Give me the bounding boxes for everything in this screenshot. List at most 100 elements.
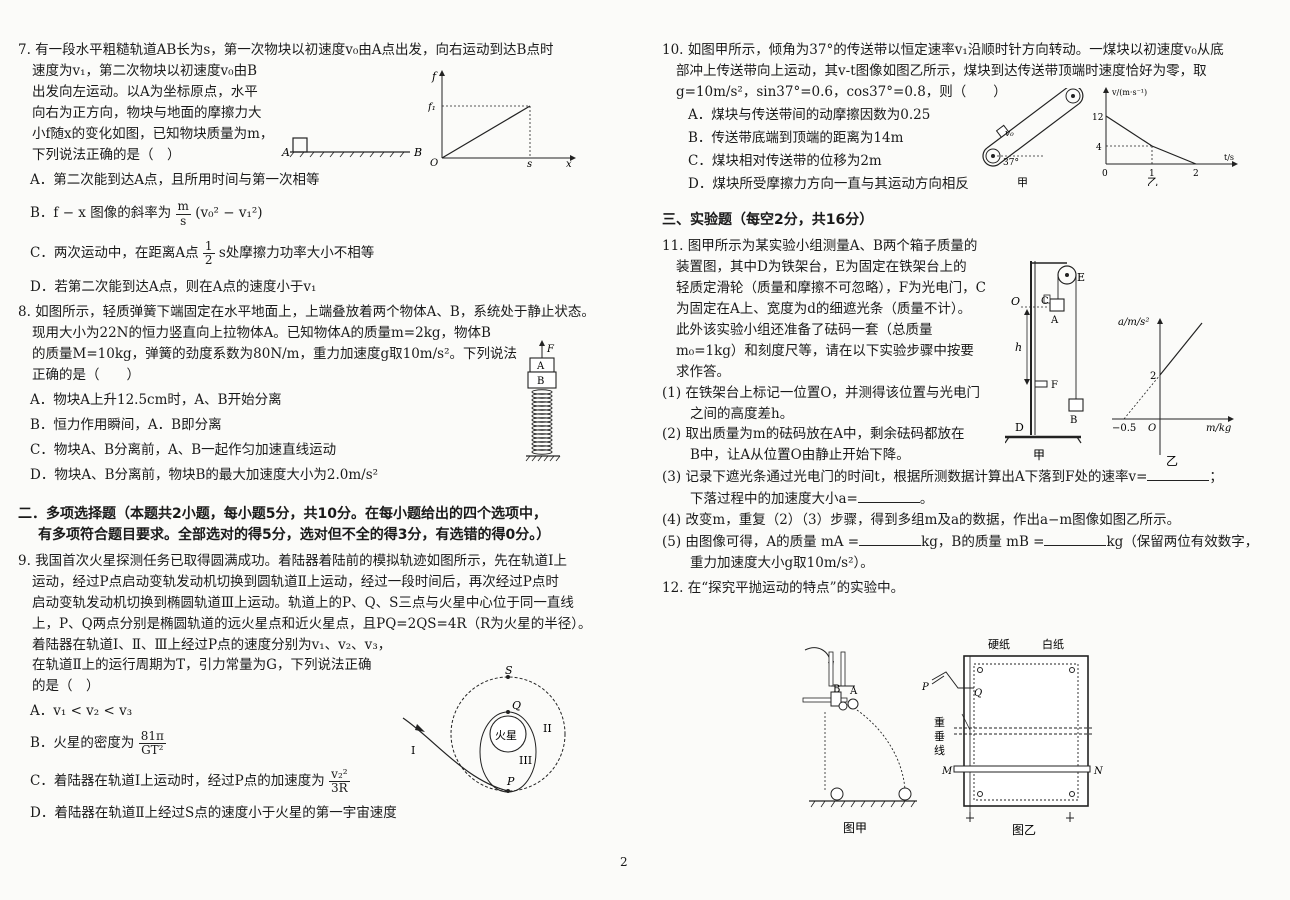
q9-label-iii: III xyxy=(519,754,532,767)
q11-step-1a: (1) 在铁架台上标记一位置O，并测得该位置与光电门 xyxy=(662,384,980,401)
q7-graph-f-label: f xyxy=(431,70,438,83)
q11-box-b xyxy=(1068,398,1084,412)
q8-option-d: D．物块A、B分离前，物块B的最大加速度大小为2.0m/s² xyxy=(30,466,379,483)
q9-line-6: 在轨道Ⅱ上的运行周期为T，引力常量为G，下列说法正确 xyxy=(32,657,372,674)
q11-step-3b-tail: 。 xyxy=(919,491,934,508)
q11-blank-acceleration[interactable] xyxy=(857,488,920,504)
question-11: 11. 图甲所示为某实验小组测量A、B两个箱子质量的 装置图，其中D为铁架台，E… xyxy=(662,236,1272,574)
q12-white-paper xyxy=(973,663,1079,801)
q11-m-axis-label: m/kg xyxy=(1206,423,1231,434)
q7-option-a: A．第二次能到达A点，且所用时间与第一次相等 xyxy=(30,171,320,188)
fraction-denominator: 2 xyxy=(204,253,213,268)
q10-tick-1: 1 xyxy=(1149,169,1155,179)
q10-v-axis-label: v/(m·s⁻¹) xyxy=(1111,88,1147,97)
q9-label-i: I xyxy=(411,744,415,757)
question-8: 8. 如图所示，轻质弹簧下端固定在水平地面上，上端叠放着两个物体A、B，系统处于… xyxy=(18,302,623,485)
q7-line-3: 出发向左运动。以A为坐标原点，水平 xyxy=(32,83,258,100)
q7-line-2: 速度为v₁，第二次物块以初速度v₀由B xyxy=(32,62,257,79)
q8-force-label: F xyxy=(546,344,555,355)
q11-line-2: 装置图，其中D为铁架台，E为固定在铁架台上的 xyxy=(676,259,967,276)
q10-line-1: 10. 如图甲所示，倾角为37°的传送带以恒定速率v₁沿顺时针方向转动。一煤块以… xyxy=(662,42,1224,58)
q11-step-2b: B中，让A从位置O由静止开始下降。 xyxy=(690,447,910,464)
q11-label-b: B xyxy=(1070,415,1077,426)
q7-block xyxy=(292,137,308,153)
q12-label-hardboard: 硬纸 xyxy=(988,638,1010,651)
q9-option-d: D．着陆器在轨道Ⅱ上经过S点的速度小于火星的第一宇宙速度 xyxy=(30,805,397,821)
q7-line-4: 向右为正方向，物块与地面的摩擦力大 xyxy=(32,104,262,121)
q9-label-q: Q xyxy=(512,699,521,712)
q7-option-c-tail: s处摩擦力功率大小不相等 xyxy=(218,245,375,262)
q11-line-7: 求作答。 xyxy=(676,363,730,380)
q9-line-4: 上，P、Q两点分别是椭圆轨道的远火星点和近火星点，且PQ=2QS=4R（R为火星… xyxy=(32,615,592,632)
section-2-line-2: 有多项符合题目要求。全部选对的得5分，选对但不全的得3分，有选错的得0分。） xyxy=(38,527,551,544)
q7-track-label-a: A xyxy=(281,146,290,159)
q11-label-c: C xyxy=(1041,296,1049,307)
q11-blank-mass-b[interactable] xyxy=(1044,531,1107,547)
question-10: 10. 如图甲所示，倾角为37°的传送带以恒定速率v₁沿顺时针方向转动。一煤块以… xyxy=(662,40,1272,194)
q9-mars xyxy=(489,715,527,753)
q8-option-a: A．物块A上升12.5cm时，A、B开始分离 xyxy=(30,391,282,408)
q11-box-a xyxy=(1049,298,1065,312)
q7-f-line xyxy=(441,105,531,159)
q12-hardboard xyxy=(963,655,1089,807)
q9-option-c-text: C．着陆器在轨道Ⅰ上运动时，经过P点的加速度为 xyxy=(30,772,325,789)
q7-graph-f1-label: f₁ xyxy=(428,102,436,113)
q12-label-plumb-2: 垂 xyxy=(934,730,945,743)
q7-option-b-tail: (v₀² − v₁²) xyxy=(195,205,263,222)
q11-step-3b-text: 下落过程中的加速度大小a= xyxy=(690,491,858,508)
q7-graph-origin: O xyxy=(430,158,438,168)
q8-block-a-label: A xyxy=(536,361,545,372)
fraction-numerator: v₂² xyxy=(329,767,350,782)
q10-tick-2: 2 xyxy=(1193,169,1199,179)
q12-label-plumb-1: 重 xyxy=(934,715,945,729)
q9-line-1: 9. 我国首次火星探测任务已取得圆满成功。着陆器着陆前的模拟轨迹如图所示，先在轨… xyxy=(18,552,568,569)
q12-label-b: B xyxy=(833,684,840,695)
q9-line-2: 运动，经过P点启动变轨发动机切换到圆轨道Ⅱ上运动，经过一段时间后，再次经过P点时 xyxy=(32,573,559,590)
fraction-numerator: 81π xyxy=(138,729,166,745)
q11-a-m-graph: a/m/s² m/kg 2 −0.5 O 乙 xyxy=(1112,317,1234,468)
q11-line-1: 11. 图甲所示为某实验小组测量A、B两个箱子质量的 xyxy=(662,238,978,255)
q11-fig-jia: 甲 xyxy=(1033,448,1045,462)
q11-fig-yi: 乙 xyxy=(1166,454,1178,468)
page-number: 2 xyxy=(620,855,628,869)
q11-line-6: m₀=1kg）和刻度尺等，请在以下实验步骤中按要 xyxy=(676,342,974,359)
q12-apparatus-figure: B A 图甲 xyxy=(802,647,917,835)
q11-label-e: E xyxy=(1077,271,1085,284)
q11-tick-2: 2 xyxy=(1150,371,1156,382)
q7-option-b-text: B．f − x 图像的斜率为 xyxy=(30,205,172,222)
question-7: 7. 有一段水平粗糙轨道AB长为s，第一次物块以初速度v₀由A点出发，向右运动到… xyxy=(18,40,623,298)
q11-blank-velocity[interactable] xyxy=(1147,466,1210,482)
q7-option-c-text: C．两次运动中，在距离A点 xyxy=(30,245,199,262)
q11-step-4: (4) 改变m，重复（2）（3）步骤，得到多组m及a的数据，作出a−m图像如图乙… xyxy=(662,512,1181,529)
q10-option-b: B．传送带底端到顶端的距离为14m xyxy=(688,129,904,146)
q7-graph-x-label: x xyxy=(566,159,572,168)
left-column: 7. 有一段水平粗糙轨道AB长为s，第一次物块以初速度v₀由A点出发，向右运动到… xyxy=(18,40,623,828)
q11-step-3a-tail: ； xyxy=(1209,469,1223,486)
q12-fig-jia: 图甲 xyxy=(843,821,867,835)
q8-block-b-label: B xyxy=(537,376,544,387)
q9-line-5: 着陆器在轨道Ⅰ、Ⅱ、Ⅲ上经过P点的速度分别为v₁、v₂、v₃， xyxy=(32,636,392,653)
q7-f-x-graph: f f₁ O s x xyxy=(428,70,576,168)
q8-line-4: 正确的是（ ） xyxy=(32,366,140,383)
q10-conveyor-figure: 37° v₀ 甲 xyxy=(982,88,1084,189)
q10-line-2: 部冲上传送带向上运动，其v-t图像如图乙所示，煤块到达传送带顶端时速度恰好为零，… xyxy=(676,62,1207,79)
q10-vt-graph: v/(m·s⁻¹) t/s 12 4 0 1 2 乙 xyxy=(1092,87,1238,186)
q11-step-1b: 之间的高度差h。 xyxy=(690,405,794,422)
q11-apparatus-figure: E O C A h F D B 甲 xyxy=(1005,261,1085,462)
q7-line-6: 下列说法正确的是（ ） xyxy=(32,146,181,163)
q8-line-2: 现用大小为22N的恒力竖直向上拉物体A。已知物体A的质量m=2kg，物体B xyxy=(32,325,491,342)
q12-label-a: A xyxy=(849,686,858,697)
q11-step-5b: 重力加速度大小g取10m/s²）。 xyxy=(690,554,874,571)
q11-step-3a: (3) 记录下遮光条通过光电门的时间t，根据所测数据计算出A下落到F处的速率v=… xyxy=(662,466,1272,488)
q11-line-4: 为固定在A上、宽度为d的细遮光条（质量不计）。 xyxy=(676,300,972,317)
q11-label-f: F xyxy=(1051,380,1058,391)
fraction-denominator: 3R xyxy=(331,780,348,795)
q10-option-a: A．煤块与传送带间的动摩擦因数为0.25 xyxy=(688,106,931,123)
q11-step-2a: (2) 取出质量为m的砝码放在A中，剩余砝码都放在 xyxy=(662,426,965,443)
q11-step-5a: (5) 由图像可得，A的质量 mA =kg，B的质量 mB =kg（保留两位有效… xyxy=(662,531,1272,553)
q11-blank-mass-a[interactable] xyxy=(859,531,922,547)
q9-label-s: S xyxy=(505,664,513,677)
